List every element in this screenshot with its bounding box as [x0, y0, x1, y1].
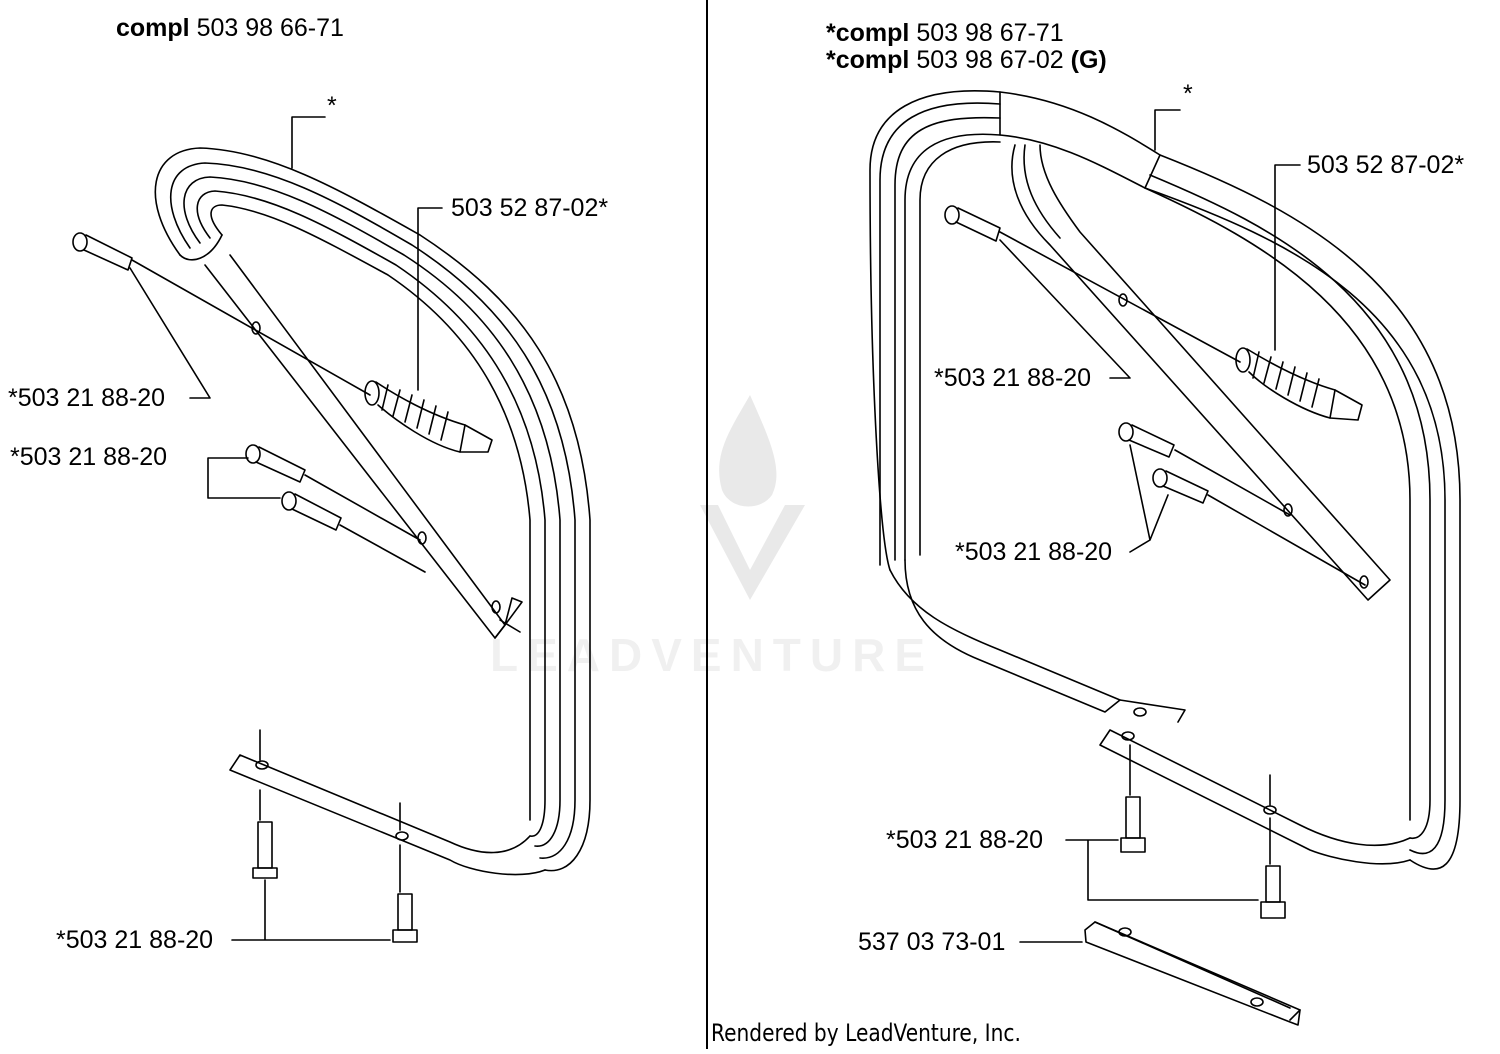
- right-screws: [944, 205, 1286, 919]
- right-callout-screw-upper: *503 21 88-20: [934, 364, 1092, 392]
- right-heading-2-bold: *compl: [826, 46, 910, 74]
- watermark-text: LEADVENTURE: [490, 629, 935, 681]
- right-heading-1: *compl 503 98 67-71: [826, 19, 1064, 47]
- left-mount-holes: [255, 760, 409, 841]
- left-antivibe: [364, 380, 493, 453]
- right-leaders: [999, 109, 1366, 1021]
- left-callout-screw-bottom: *503 21 88-20: [56, 926, 214, 954]
- right-callout-star: *: [1183, 80, 1193, 108]
- watermark-logo: [700, 395, 805, 600]
- left-heading-bold: compl: [116, 14, 190, 42]
- right-mount-holes: [1121, 707, 1277, 815]
- left-handlebar: [154, 147, 591, 876]
- right-heading-1-bold: *compl: [826, 19, 910, 47]
- right-callout-plate: 537 03 73-01: [858, 928, 1006, 956]
- right-heading-2-suffix: (G): [1070, 46, 1107, 74]
- left-heading: compl 503 98 66-71: [116, 14, 344, 42]
- right-heading-2-number: 503 98 67-02: [916, 46, 1064, 74]
- left-callout-star: *: [327, 92, 337, 120]
- right-heading-2: *compl 503 98 67-02 (G): [826, 46, 1107, 74]
- left-callout-antivibe: 503 52 87-02*: [451, 194, 609, 222]
- right-callout-antivibe: 503 52 87-02*: [1307, 151, 1465, 179]
- left-leaders: [129, 116, 521, 941]
- left-screws: [72, 232, 418, 943]
- right-handlebar: [869, 90, 1461, 870]
- left-heading-number: 503 98 66-71: [196, 14, 344, 42]
- left-callout-screw-upper: *503 21 88-20: [8, 384, 166, 412]
- right-antivibe: [1235, 347, 1363, 421]
- footer-credit: Rendered by LeadVenture, Inc.: [711, 1019, 1021, 1047]
- right-callout-screw-bottom: *503 21 88-20: [886, 826, 1044, 854]
- right-heading-1-number: 503 98 67-71: [916, 19, 1064, 47]
- left-callout-screw-pair: *503 21 88-20: [10, 443, 168, 471]
- right-callout-screw-pair: *503 21 88-20: [955, 538, 1113, 566]
- right-plate: [1084, 921, 1301, 1026]
